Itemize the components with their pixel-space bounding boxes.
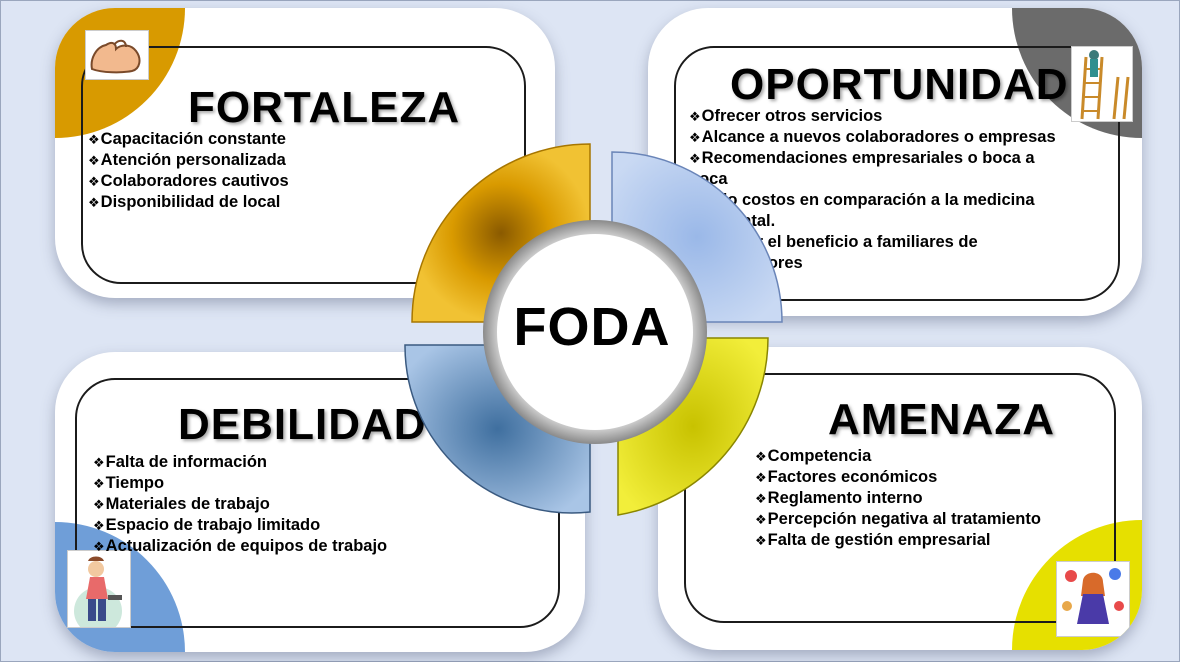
amenaza-item: ❖Falta de gestión empresarial	[755, 530, 1041, 551]
debilidad-item: ❖Espacio de trabajo limitado	[93, 515, 387, 536]
amenaza-item: ❖Competencia	[755, 446, 1041, 467]
amenaza-item-text: Percepción negativa al tratamiento	[767, 510, 1041, 528]
diamond-bullet-icon: ❖	[88, 153, 100, 168]
diamond-bullet-icon: ❖	[88, 174, 100, 189]
debilidad-title: DEBILIDAD	[178, 400, 427, 449]
debilidad-item-text: Actualización de equipos de trabajo	[105, 537, 388, 555]
oportunidad-item-text: Alcance a nuevos colaboradores o empresa…	[701, 128, 1056, 146]
debilidad-item: ❖Falta de información	[93, 452, 387, 473]
diamond-bullet-icon: ❖	[689, 109, 701, 124]
fortaleza-item-text: Colaboradores cautivos	[100, 172, 289, 190]
diamond-bullet-icon: ❖	[755, 449, 767, 464]
oportunidad-title: OPORTUNIDAD	[730, 60, 1069, 109]
debilidad-list: ❖Falta de información❖Tiempo❖Materiales …	[93, 452, 387, 557]
amenaza-item: ❖Factores económicos	[755, 467, 1041, 488]
debilidad-item: ❖Actualización de equipos de trabajo	[93, 536, 387, 557]
diamond-bullet-icon: ❖	[755, 512, 767, 527]
stressed-woman-icon	[1056, 561, 1130, 637]
amenaza-inner-frame	[684, 373, 1116, 623]
amenaza-list: ❖Competencia❖Factores económicos❖Reglame…	[755, 446, 1041, 551]
diamond-bullet-icon: ❖	[88, 132, 100, 147]
amenaza-title: AMENAZA	[828, 395, 1055, 444]
debilidad-item-text: Materiales de trabajo	[105, 495, 270, 513]
amenaza-item-text: Factores económicos	[767, 468, 938, 486]
diamond-bullet-icon: ❖	[93, 455, 105, 470]
fortaleza-item: ❖Colaboradores cautivos	[88, 171, 289, 192]
diamond-bullet-icon: ❖	[689, 151, 701, 166]
fortaleza-item-text: Atención personalizada	[100, 151, 286, 169]
oportunidad-item: ❖Alcance a nuevos colaboradores o empres…	[689, 127, 1059, 148]
diamond-bullet-icon: ❖	[93, 476, 105, 491]
flexed-arm-icon	[85, 30, 149, 80]
debilidad-item: ❖Tiempo	[93, 473, 387, 494]
diamond-bullet-icon: ❖	[755, 491, 767, 506]
oportunidad-item: ❖Ofrecer otros servicios	[689, 106, 1059, 127]
oportunidad-item-text: Ofrecer otros servicios	[701, 107, 883, 125]
oportunidad-list: ❖Ofrecer otros servicios❖Alcance a nuevo…	[689, 106, 1059, 274]
debilidad-item: ❖Materiales de trabajo	[93, 494, 387, 515]
fortaleza-item-text: Disponibilidad de local	[100, 193, 281, 211]
diamond-bullet-icon: ❖	[93, 518, 105, 533]
diamond-bullet-icon: ❖	[93, 497, 105, 512]
debilidad-item-text: Tiempo	[105, 474, 165, 492]
fortaleza-item: ❖Disponibilidad de local	[88, 192, 289, 213]
amenaza-item-text: Falta de gestión empresarial	[767, 531, 991, 549]
diamond-bullet-icon: ❖	[88, 195, 100, 210]
diamond-bullet-icon: ❖	[689, 130, 701, 145]
ladder-climber-icon	[1071, 46, 1133, 122]
amenaza-item-text: Competencia	[767, 447, 872, 465]
amenaza-item: ❖Reglamento interno	[755, 488, 1041, 509]
fortaleza-title: FORTALEZA	[188, 83, 461, 132]
diamond-bullet-icon: ❖	[755, 533, 767, 548]
foda-center-label: FODA	[513, 297, 671, 357]
fortaleza-item: ❖Capacitación constante	[88, 129, 289, 150]
fortaleza-item-text: Capacitación constante	[100, 130, 286, 148]
tired-woman-icon	[67, 550, 131, 635]
fortaleza-list: ❖Capacitación constante❖Atención persona…	[88, 129, 289, 213]
debilidad-item-text: Espacio de trabajo limitado	[105, 516, 321, 534]
amenaza-item: ❖Percepción negativa al tratamiento	[755, 509, 1041, 530]
amenaza-item-text: Reglamento interno	[767, 489, 923, 507]
fortaleza-item: ❖Atención personalizada	[88, 150, 289, 171]
debilidad-item-text: Falta de información	[105, 453, 268, 471]
diamond-bullet-icon: ❖	[755, 470, 767, 485]
diamond-bullet-icon: ❖	[93, 539, 105, 554]
